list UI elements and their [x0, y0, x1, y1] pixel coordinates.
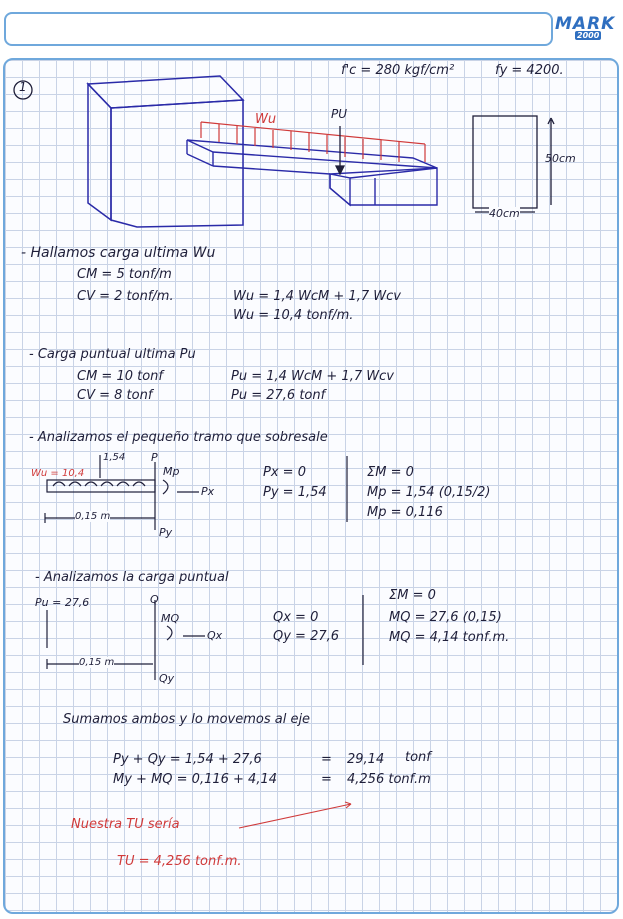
- step5-heading: Sumamos ambos y lo movemos al eje: [63, 712, 311, 727]
- step4-moment-sum: ΣM = 0: [389, 588, 436, 603]
- figure-pu-label: PU: [331, 107, 348, 121]
- step3-mp-equation: Mp = 1,54 (0,15/2): [367, 485, 491, 500]
- step2-formula: Pu = 1,4 WcM + 1,7 Wcv: [231, 369, 394, 384]
- step3-load: Wu = 10,4: [31, 468, 85, 479]
- step3-mp: Mp: [163, 465, 180, 478]
- step3-mp-value: Mp = 0,116: [367, 505, 443, 520]
- step3-moment-sum: ΣM = 0: [367, 465, 414, 480]
- problem-number: 1: [19, 80, 27, 94]
- step4-load: Pu = 27,6: [35, 596, 90, 609]
- conclusion-result: TU = 4,256 tonf.m.: [117, 854, 242, 869]
- step3-heading: - Analizamos el pequeño tramo que sobres…: [29, 430, 328, 445]
- concrete-strength: f'c = 280 kgf/cm²: [341, 63, 455, 78]
- brand-logo: MARK 2000: [553, 14, 617, 44]
- step4-mq-value: MQ = 4,14 tonf.m.: [389, 630, 510, 645]
- step4-mq-equation: MQ = 27,6 (0,15): [389, 610, 502, 625]
- step4-heading: - Analizamos la carga puntual: [35, 570, 229, 585]
- step2-cv: CV = 8 tonf: [77, 388, 153, 403]
- step5-row2-result: 4,256 tonf.m: [347, 772, 431, 787]
- step2-result: Pu = 27,6 tonf: [231, 388, 326, 403]
- header-bar: [4, 12, 553, 46]
- step2-cm: CM = 10 tonf: [77, 369, 163, 384]
- step1-heading: - Hallamos carga ultima Wu: [21, 245, 216, 261]
- step3-py: Py: [159, 526, 173, 539]
- section-width-label: 40cm: [489, 207, 520, 220]
- step5-row1-result: 29,14: [347, 752, 385, 767]
- step1-cv: CV = 2 tonf/m.: [77, 289, 174, 304]
- step4-mq: MQ: [161, 612, 180, 625]
- column-sketch: [86, 75, 245, 228]
- point-load-free-body-diagram: [46, 600, 205, 680]
- step3-px: Px: [201, 485, 215, 498]
- step2-heading: - Carga puntual ultima Pu: [29, 347, 196, 362]
- step5-row2-equals: =: [321, 772, 332, 787]
- beam-sketch: [186, 139, 438, 207]
- cross-section-sketch: [472, 115, 555, 213]
- step3-dim: 1,54: [103, 452, 126, 463]
- step3-px-zero: Px = 0: [263, 465, 306, 480]
- figure-wu-label: Wu: [255, 112, 277, 127]
- step3-length: 0,15 m: [75, 511, 111, 522]
- step4-qx: Qx: [207, 629, 223, 642]
- step5-row1-equals: =: [321, 752, 332, 767]
- steel-yield: fy = 4200.: [495, 63, 564, 78]
- conclusion-text: Nuestra TU sería: [71, 817, 180, 832]
- step3-p: P: [151, 451, 158, 464]
- step4-qy-value: Qy = 27,6: [273, 629, 340, 644]
- section-height-label: 50cm: [545, 152, 576, 165]
- step4-qy: Qy: [159, 672, 175, 685]
- step5-row1-left: Py + Qy = 1,54 + 27,6: [113, 752, 262, 767]
- logo-top-text: MARK: [555, 14, 616, 34]
- step3-py-value: Py = 1,54: [263, 485, 327, 500]
- step1-result: Wu = 10,4 tonf/m.: [233, 308, 354, 323]
- sketch-layer: [13, 75, 555, 829]
- step1-formula: Wu = 1,4 WcM + 1,7 Wcv: [233, 289, 401, 304]
- step5-row1-unit: tonf: [405, 750, 431, 765]
- overhang-free-body-diagram: [44, 455, 199, 530]
- distributed-load-wu: [200, 121, 426, 162]
- step4-length: 0,15 m: [79, 657, 115, 668]
- problem-number-circle: [13, 80, 33, 100]
- step5-row2-left: My + MQ = 0,116 + 4,14: [113, 772, 277, 787]
- point-load-pu-arrow: [334, 126, 346, 176]
- grid-paper-page: 1 f'c = 280 kgf/cm² fy = 4200. Wu PU 50c…: [3, 58, 619, 914]
- conclusion-arrow: [238, 801, 352, 829]
- step4-q: Q: [150, 593, 159, 606]
- step1-cm: CM = 5 tonf/m: [77, 267, 172, 282]
- logo-bottom-text: 2000: [575, 31, 602, 40]
- step4-qx-zero: Qx = 0: [273, 610, 319, 625]
